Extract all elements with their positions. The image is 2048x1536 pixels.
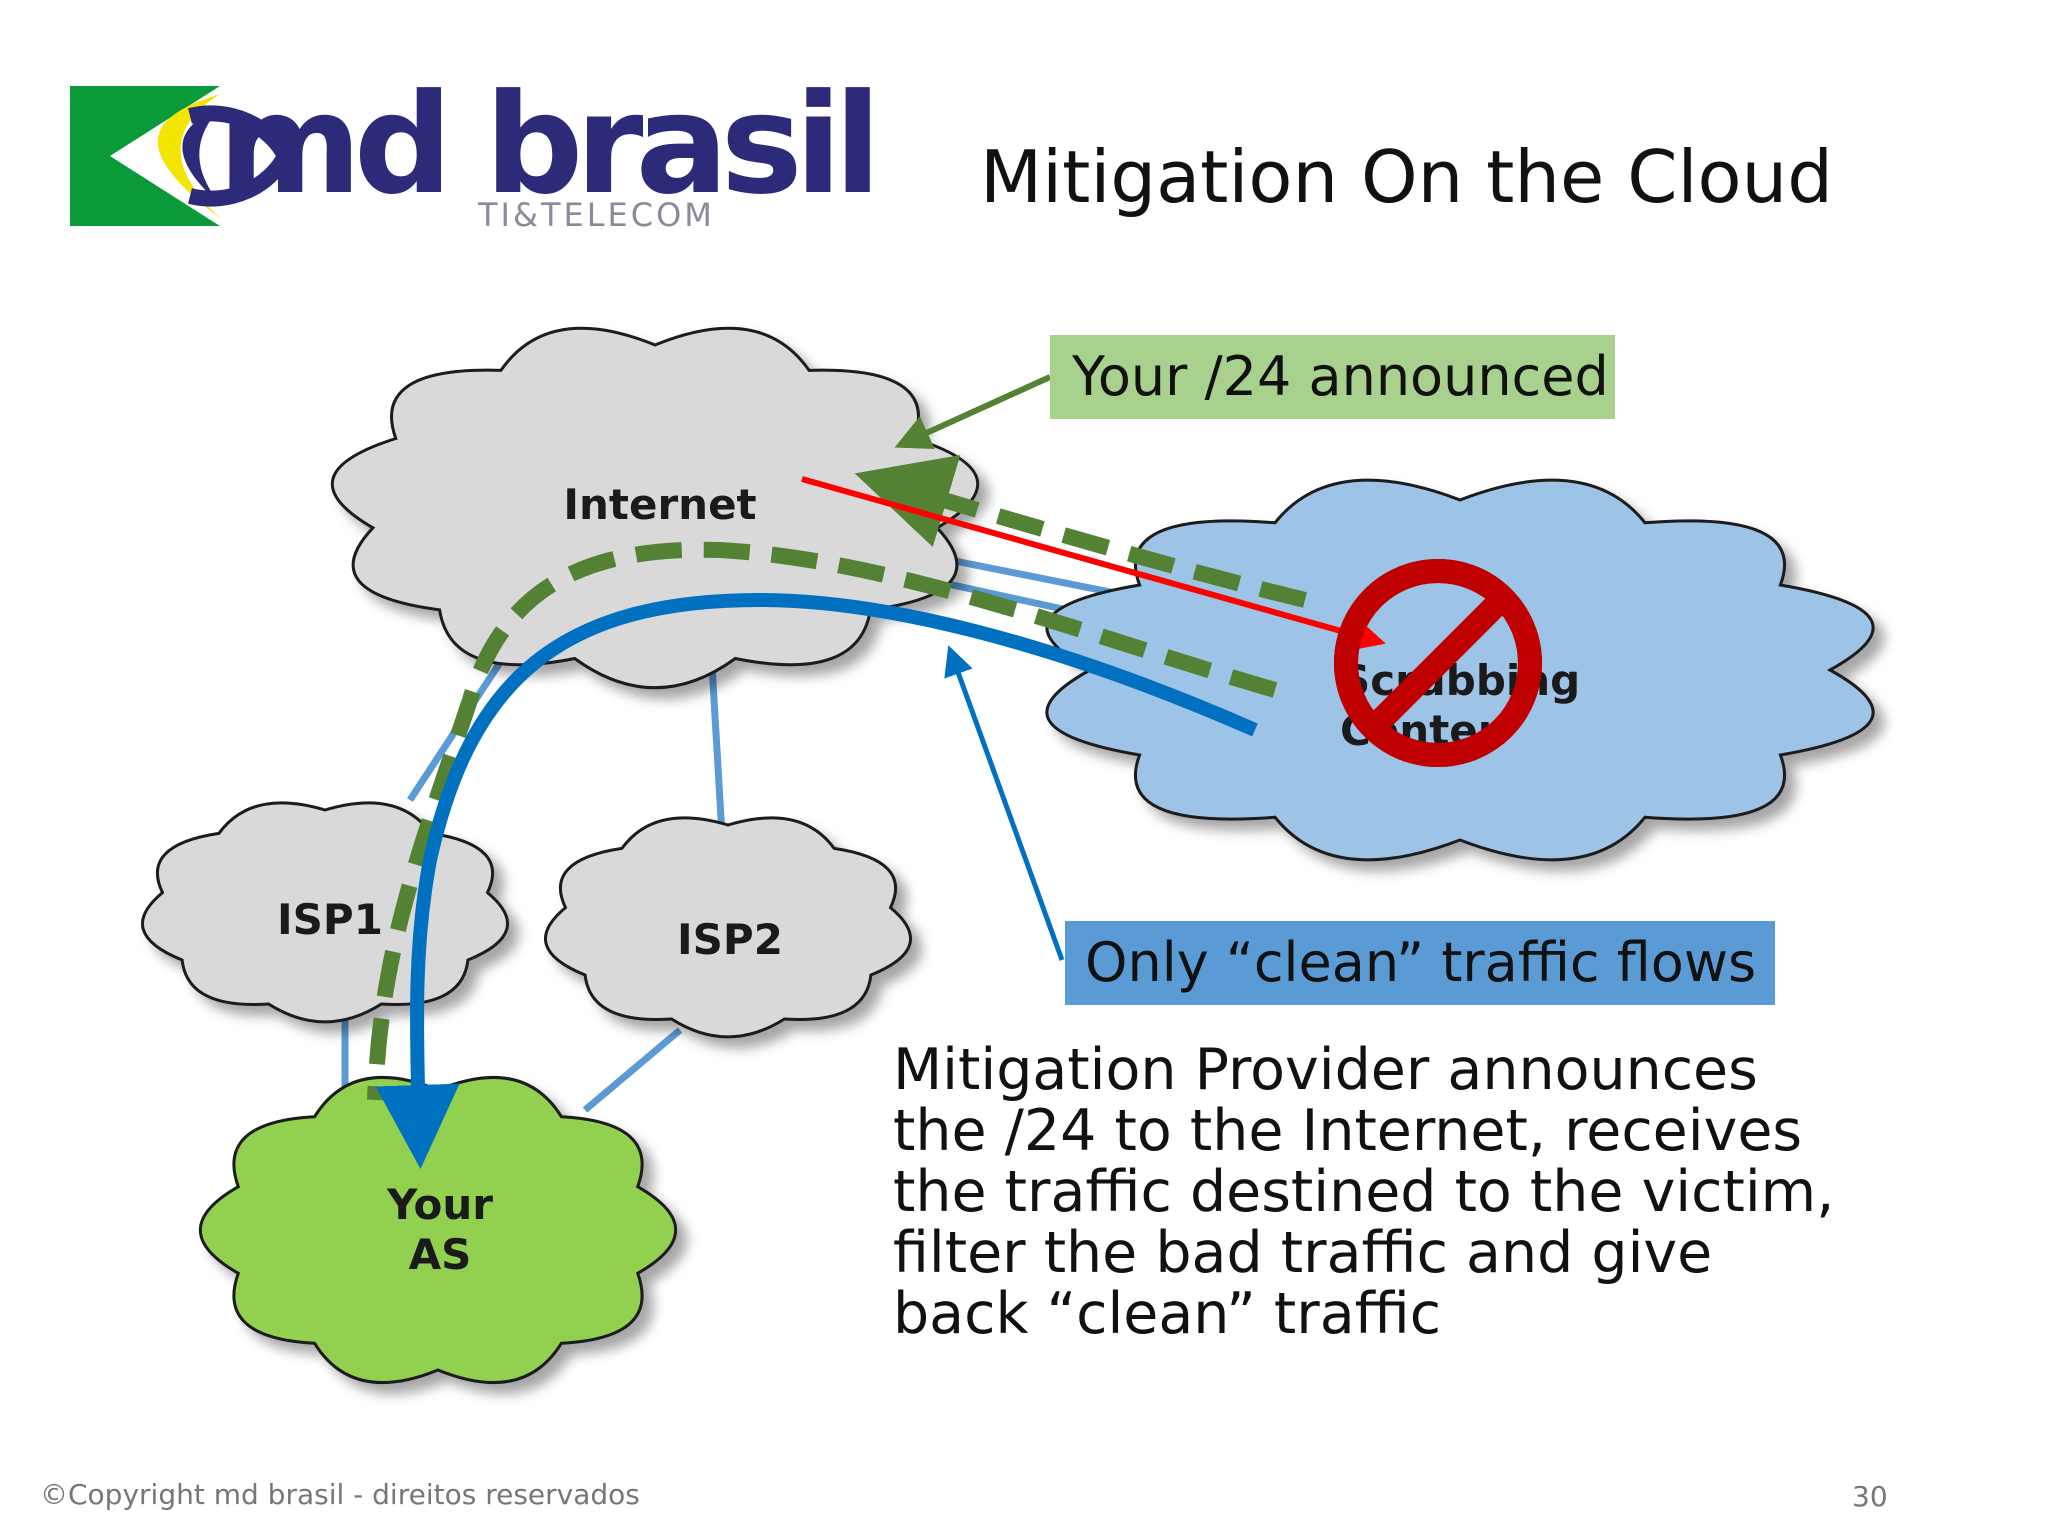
link-isp2-yourAS: [582, 1027, 683, 1113]
cloud-scrubbing: [1045, 478, 1875, 862]
callout-announced: Your /24 announced: [1050, 335, 1615, 419]
description-line: the /24 to the Internet, receives: [893, 1098, 1803, 1164]
cloud-label-your-as: Your AS: [360, 1180, 520, 1280]
link-internet-isp2: [708, 664, 726, 836]
blue-clean-route: [375, 592, 1258, 1169]
cloud-label-isp1: ISP1: [277, 895, 383, 944]
logo-brand-text: md brasil: [218, 64, 881, 225]
logo-sub-text: TI&TELECOM: [478, 196, 715, 234]
clouds: [141, 326, 1875, 1385]
logo-mark: [70, 86, 294, 226]
footer-copyright: ©Copyright md brasil - direitos reservad…: [40, 1478, 640, 1511]
description-line: the traffic destined to the victim,: [893, 1159, 1835, 1225]
description-line: filter the bad traffic and give: [893, 1220, 1713, 1286]
slide-title: Mitigation On the Cloud: [980, 135, 1833, 219]
cloud-label-internet: Internet: [563, 480, 757, 529]
description-line: Mitigation Provider announces: [893, 1037, 1758, 1103]
description-text: Mitigation Provider announces the /24 to…: [893, 1040, 1893, 1345]
description-line: back “clean” traffic: [893, 1281, 1442, 1347]
red-attack-arrow: [801, 476, 1386, 653]
your-as-line-1: Your: [386, 1180, 494, 1229]
pointer-clean: [944, 645, 1065, 961]
cloud-label-isp2: ISP2: [677, 915, 783, 964]
pointer-announced: [894, 374, 1052, 450]
your-as-line-2: AS: [408, 1230, 472, 1279]
page-number: 30: [1852, 1480, 1888, 1513]
cloud-isp2: [544, 816, 912, 1039]
green-dashed-route: [367, 541, 1278, 1101]
callout-clean-traffic: Only “clean” traffic flows: [1065, 921, 1775, 1005]
cloud-your-as: [199, 1075, 677, 1385]
green-dashed-announce: [854, 455, 1307, 608]
